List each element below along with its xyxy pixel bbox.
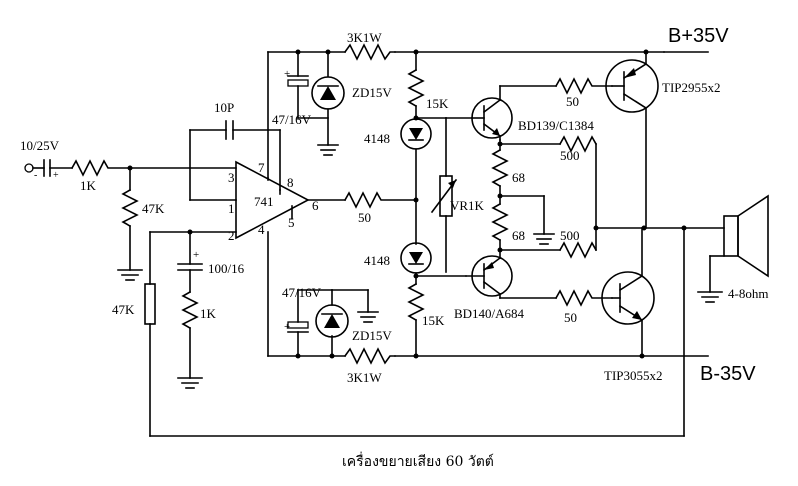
resistor-68-top-label: 68 — [512, 170, 525, 185]
resistor-50-base-top — [554, 77, 613, 95]
pin8-label: 8 — [287, 175, 294, 190]
transistor-bd139-label: BD139/C1384 — [518, 118, 594, 133]
resistor-500-bottom — [499, 227, 598, 259]
zener-bottom-label: ZD15V — [352, 328, 392, 343]
diode-bottom-label: 4148 — [364, 253, 390, 268]
output-node — [593, 225, 725, 231]
bias-chain — [400, 49, 473, 359]
resistor-1k-input-label: 1K — [80, 178, 97, 193]
resistor-500-top-label: 500 — [560, 148, 580, 163]
resistor-3k1w-bottom-label: 3K1W — [347, 370, 382, 385]
resistor-68-bottom-label: 68 — [512, 228, 525, 243]
capacitor-10p — [189, 120, 281, 201]
potentiometer-vr1k — [430, 175, 458, 217]
resistor-50-base-top-label: 50 — [566, 94, 579, 109]
transistor-tip3055 — [601, 227, 655, 359]
svg-text:-: - — [34, 170, 37, 181]
svg-text:+: + — [284, 68, 290, 80]
resistor-50-base-bottom — [554, 289, 613, 307]
cap-zener-top-label: 47/16V — [272, 112, 312, 127]
resistor-47k-bias-label: 47K — [142, 201, 165, 216]
capacitor-10p-label: 10P — [214, 100, 234, 115]
speaker-label: 4-8ohm — [728, 286, 768, 301]
opamp-741 — [189, 160, 346, 240]
resistor-3k1w-top — [343, 43, 396, 61]
transistor-tip3055-label: TIP3055x2 — [604, 368, 663, 383]
resistor-50-base-bottom-label: 50 — [564, 310, 577, 325]
positive-rail — [267, 51, 709, 179]
transistor-bd139 — [471, 85, 557, 141]
capacitor-100-16: + — [177, 229, 203, 293]
opamp-label: 741 — [254, 194, 274, 209]
resistor-1k-input — [70, 159, 131, 177]
pin5-label: 5 — [288, 215, 295, 230]
resistor-50-output-label: 50 — [358, 210, 371, 225]
transistor-tip2955-label: TIP2955x2 — [662, 80, 721, 95]
diagram-caption: เครื่องขยายเสียง 60 วัตต์ — [342, 452, 494, 470]
input-terminal: - + — [24, 159, 73, 181]
resistor-3k1w-bottom — [343, 347, 396, 365]
transistor-bd140-label: BD140/A684 — [454, 306, 525, 321]
resistor-3k1w-top-label: 3K1W — [347, 30, 382, 45]
pin2-label: 2 — [228, 228, 235, 243]
zener-bottom: + — [284, 289, 379, 359]
resistor-15k-top-label: 15K — [426, 96, 449, 111]
resistor-47k-bias — [117, 167, 143, 281]
resistor-1k-feedback-label: 1K — [200, 306, 217, 321]
speaker-icon — [697, 194, 769, 303]
resistor-500-bottom-label: 500 — [560, 228, 580, 243]
svg-text:+: + — [53, 170, 59, 181]
cap-zener-bottom-label: 47/16V — [282, 285, 322, 300]
resistor-47k-feedback-label: 47K — [112, 302, 135, 317]
negative-rail-label: B-35V — [700, 363, 756, 385]
pin7-label: 7 — [258, 160, 265, 175]
resistor-68-pair — [491, 139, 555, 253]
pin6-label: 6 — [312, 198, 319, 213]
positive-rail-label: B+35V — [668, 25, 729, 47]
pin4-label: 4 — [258, 222, 265, 237]
transistor-bd140 — [465, 249, 557, 299]
zener-top: + — [284, 49, 345, 156]
pin1-label: 1 — [228, 201, 235, 216]
svg-text:+: + — [193, 249, 199, 261]
potentiometer-vr1k-label: VR1K — [450, 198, 485, 213]
resistor-15k-bottom-label: 15K — [422, 313, 445, 328]
resistor-500-top — [499, 135, 598, 229]
resistor-50-output — [343, 191, 417, 209]
transistor-tip2955 — [605, 49, 659, 229]
capacitor-100-16-label: 100/16 — [208, 261, 245, 276]
input-cap-label: 10/25V — [20, 138, 60, 153]
resistor-1k-feedback — [177, 290, 203, 389]
resistor-47k-feedback — [144, 227, 685, 437]
pin3-label: 3 — [228, 170, 235, 185]
zener-top-label: ZD15V — [352, 85, 392, 100]
diode-top-label: 4148 — [364, 131, 390, 146]
svg-text:+: + — [284, 321, 290, 333]
